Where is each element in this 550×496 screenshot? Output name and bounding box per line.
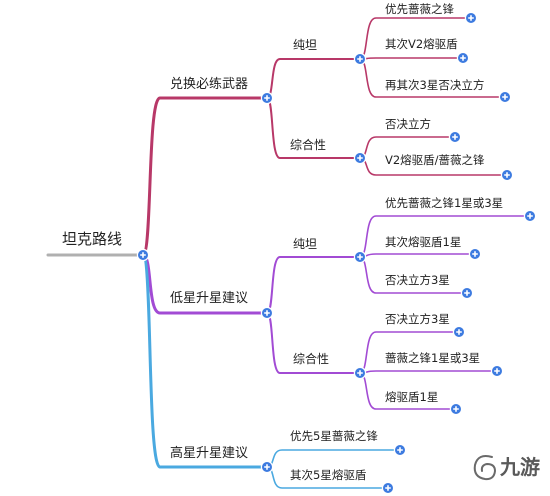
- group-pure-tank-1: 纯坦: [293, 38, 318, 52]
- leaf-2-1-3: 否决立方3星: [385, 273, 450, 287]
- leaf-line-2-1-2: [359, 253, 476, 258]
- leaf-1-1-1-expand-button[interactable]: [464, 11, 478, 25]
- group-2-2-expand-button[interactable]: [353, 366, 367, 380]
- branch-3-expand-button[interactable]: [260, 460, 274, 474]
- group-pure-tank-2: 纯坦: [293, 237, 318, 251]
- leaf-3-2-expand-button[interactable]: [381, 481, 395, 495]
- leaf-1-2-2: V2熔驱盾/蔷薇之锋: [385, 153, 485, 167]
- branch-1-expand-button[interactable]: [260, 91, 274, 105]
- root-expand-button[interactable]: [136, 248, 150, 262]
- leaf-1-2-1: 否决立方: [385, 117, 431, 131]
- group-comprehensive-1: 综合性: [290, 138, 327, 152]
- leaf-3-1-expand-button[interactable]: [393, 443, 407, 457]
- group-2-1-expand-button[interactable]: [353, 250, 367, 264]
- leaf-2-1-2-expand-button[interactable]: [468, 247, 482, 261]
- leaf-1-2-2-expand-button[interactable]: [500, 168, 514, 182]
- leaf-3-2: 其次5星熔驱盾: [290, 468, 367, 482]
- branch-exchange-weapons: 兑换必练武器: [170, 77, 249, 92]
- root-topic: 坦克路线: [62, 230, 123, 248]
- branch-line-1: [141, 96, 269, 257]
- swirl-icon: [472, 453, 498, 482]
- branch-high-star-upgrade: 高星升星建议: [170, 446, 249, 461]
- watermark-text: 九游: [500, 455, 540, 479]
- branch-low-star-upgrade: 低星升星建议: [170, 291, 249, 306]
- group-1-1-expand-button[interactable]: [353, 52, 367, 66]
- leaf-2-2-1-expand-button[interactable]: [452, 325, 466, 339]
- leaf-1-1-3-expand-button[interactable]: [498, 90, 512, 104]
- leaf-2-1-2: 其次熔驱盾1星: [385, 235, 462, 249]
- group-line-1-1: [266, 58, 361, 99]
- leaf-line-3-1: [266, 449, 401, 468]
- leaf-2-2-2: 蔷薇之锋1星或3星: [385, 351, 481, 365]
- leaf-1-1-2-expand-button[interactable]: [456, 51, 470, 65]
- watermark-logo: 九游: [470, 447, 548, 493]
- group-1-2-expand-button[interactable]: [353, 151, 367, 165]
- branch-2-expand-button[interactable]: [260, 306, 274, 320]
- leaf-2-1-3-expand-button[interactable]: [460, 286, 474, 300]
- leaf-2-2-2-expand-button[interactable]: [490, 364, 504, 378]
- leaf-1-1-1: 优先蔷薇之锋: [385, 2, 454, 16]
- leaf-2-2-3: 熔驱盾1星: [385, 390, 439, 404]
- leaf-1-1-3: 再其次3星否决立方: [385, 78, 485, 92]
- leaf-2-1-1-expand-button[interactable]: [523, 209, 537, 223]
- leaf-2-1-1: 优先蔷薇之锋1星或3星: [385, 196, 504, 210]
- leaf-3-1: 优先5星蔷薇之锋: [290, 429, 378, 443]
- leaf-2-2-1: 否决立方3星: [385, 312, 450, 326]
- branch-line-3: [141, 253, 269, 469]
- leaf-1-2-1-expand-button[interactable]: [448, 130, 462, 144]
- leaf-1-1-2: 其次V2熔驱盾: [385, 37, 458, 51]
- leaf-2-2-3-expand-button[interactable]: [449, 402, 463, 416]
- leaf-line-1-1-2: [359, 57, 464, 60]
- group-comprehensive-2: 综合性: [293, 352, 330, 366]
- leaf-line-2-2-2: [359, 370, 498, 374]
- group-line-2-1: [266, 256, 361, 314]
